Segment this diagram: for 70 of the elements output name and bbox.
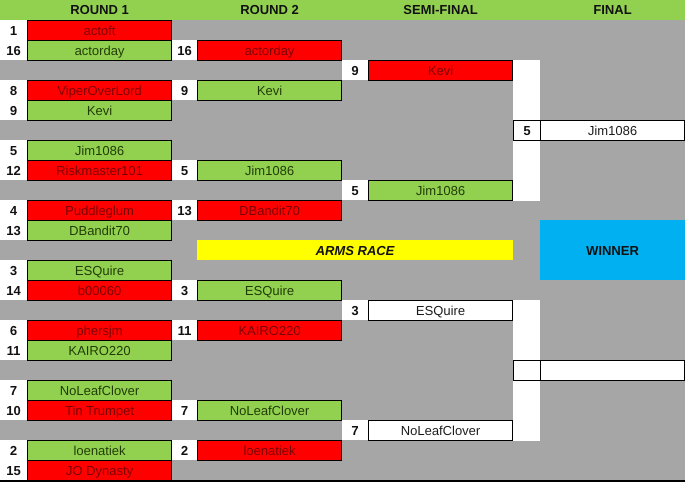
- player-entry: b00060: [27, 280, 172, 301]
- player-entry: ESQuire: [197, 280, 342, 301]
- seed-number: 16: [0, 40, 27, 60]
- round-heading: ROUND 2: [240, 2, 299, 18]
- seed-number: 13: [0, 220, 27, 240]
- player-entry: ESQuire: [27, 260, 172, 281]
- bracket-connector: [513, 300, 540, 360]
- seed-number: 16: [172, 40, 197, 60]
- player-entry: Jim1086: [368, 180, 513, 201]
- player-entry: ViperOverLord: [27, 80, 172, 101]
- event-banner: ARMS RACE: [197, 240, 513, 260]
- player-entry: JO Dynasty: [27, 460, 172, 480]
- seed-number: 15: [0, 460, 27, 480]
- seed-number: 10: [0, 400, 27, 420]
- round-heading: FINAL: [593, 2, 632, 18]
- bracket-connector: [513, 141, 540, 201]
- seed-number: 3: [342, 300, 368, 320]
- seed-number: 12: [0, 160, 27, 180]
- final-entry: [513, 120, 685, 141]
- seed-number: 8: [0, 80, 27, 100]
- player-entry: NoLeafClover: [27, 380, 172, 401]
- player-entry: Tin Trumpet: [27, 400, 172, 421]
- player-entry: loenatiek: [197, 440, 342, 461]
- seed-number: 2: [172, 440, 197, 460]
- seed-number: 9: [172, 80, 197, 100]
- player-entry: Jim1086: [197, 160, 342, 181]
- empty-entry-slot: [513, 360, 685, 381]
- seed-number: 5: [514, 121, 541, 140]
- seed-number: 11: [0, 340, 27, 360]
- seed-number: 2: [0, 440, 27, 460]
- player-entry: actoft: [27, 20, 172, 41]
- seed-number: 7: [342, 420, 368, 440]
- seed-number: 5: [342, 180, 368, 200]
- seed-number: 7: [0, 380, 27, 400]
- player-entry: Jim1086: [27, 140, 172, 161]
- seed-number: 6: [0, 320, 27, 340]
- bracket-connector: [513, 60, 540, 120]
- winner-banner: WINNER: [540, 220, 685, 280]
- round-heading: SEMI-FINAL: [403, 2, 478, 18]
- player-entry: NoLeafClover: [197, 400, 342, 421]
- round-heading: ROUND 1: [70, 2, 129, 18]
- seed-number: 14: [0, 280, 27, 300]
- seed-number: 5: [172, 160, 197, 180]
- seed-number: 3: [172, 280, 197, 300]
- bracket-connector: [513, 381, 540, 441]
- player-entry: NoLeafClover: [368, 420, 513, 441]
- player-entry: KAIRO220: [197, 320, 342, 341]
- player-entry: actorday: [197, 40, 342, 61]
- player-entry: Kevi: [368, 60, 513, 81]
- player-entry: Riskmaster101: [27, 160, 172, 181]
- player-entry: Kevi: [197, 80, 342, 101]
- player-entry: phersjm: [27, 320, 172, 341]
- seed-number: 4: [0, 200, 27, 220]
- seed-number: 7: [172, 400, 197, 420]
- seed-number: 9: [342, 60, 368, 80]
- player-entry: DBandit70: [27, 220, 172, 241]
- seed-number: 9: [0, 100, 27, 120]
- player-entry: loenatiek: [27, 440, 172, 461]
- seed-number: 5: [0, 140, 27, 160]
- player-entry: DBandit70: [197, 200, 342, 221]
- player-entry: Puddleglum: [27, 200, 172, 221]
- player-entry: KAIRO220: [27, 340, 172, 361]
- player-entry: actorday: [27, 40, 172, 61]
- seed-number: 1: [0, 20, 27, 40]
- player-name: Jim1086: [586, 123, 638, 138]
- seed-number: 11: [172, 320, 197, 340]
- player-entry: Kevi: [27, 100, 172, 121]
- seed-number: 13: [172, 200, 197, 220]
- seed-number: 3: [0, 260, 27, 280]
- player-entry: ESQuire: [368, 300, 513, 321]
